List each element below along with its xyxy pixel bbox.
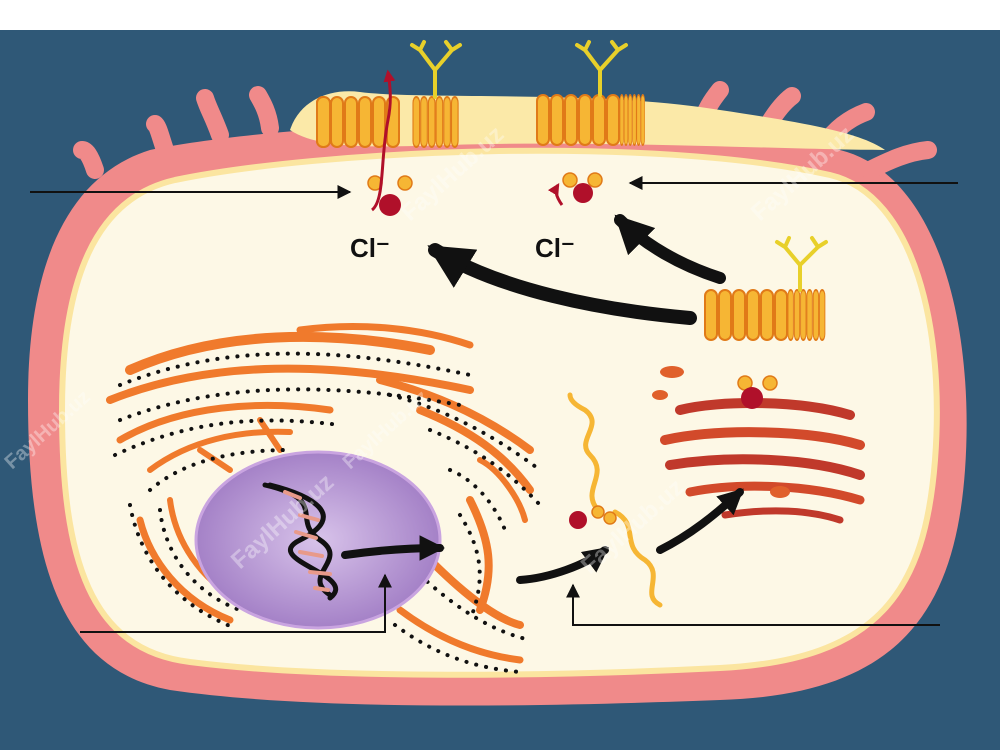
top-white-band (0, 0, 1000, 30)
cftr-channel-middle (536, 40, 646, 203)
leader-lines (30, 176, 958, 633)
nascent-protein-node (603, 511, 617, 525)
regulatory-domain (379, 194, 401, 216)
leader-line-gene (80, 573, 392, 633)
glycan-icon (775, 236, 828, 292)
regulatory-domain (741, 387, 763, 409)
chloride-flow-arrow (370, 69, 396, 212)
chloride-ion-label-right: Cl⁻ (535, 233, 575, 263)
nascent-protein-domain (569, 511, 587, 529)
glycan-icon (575, 40, 628, 97)
nascent-protein (567, 392, 663, 608)
chloride-ion-label-left: Cl⁻ (350, 233, 390, 263)
regulatory-domain (573, 183, 593, 203)
dna-helix-icon (262, 482, 339, 601)
endoplasmic-reticulum (106, 323, 534, 664)
cftr-channel-vesicle (704, 236, 828, 409)
chloride-blocked-arrow (547, 182, 564, 206)
cftr-channel-left (316, 40, 462, 216)
ribosomes (113, 351, 542, 674)
glycan-icon (410, 40, 462, 99)
leader-line-protein (566, 583, 940, 626)
process-arrows (341, 214, 744, 584)
nascent-protein-node (591, 505, 605, 519)
